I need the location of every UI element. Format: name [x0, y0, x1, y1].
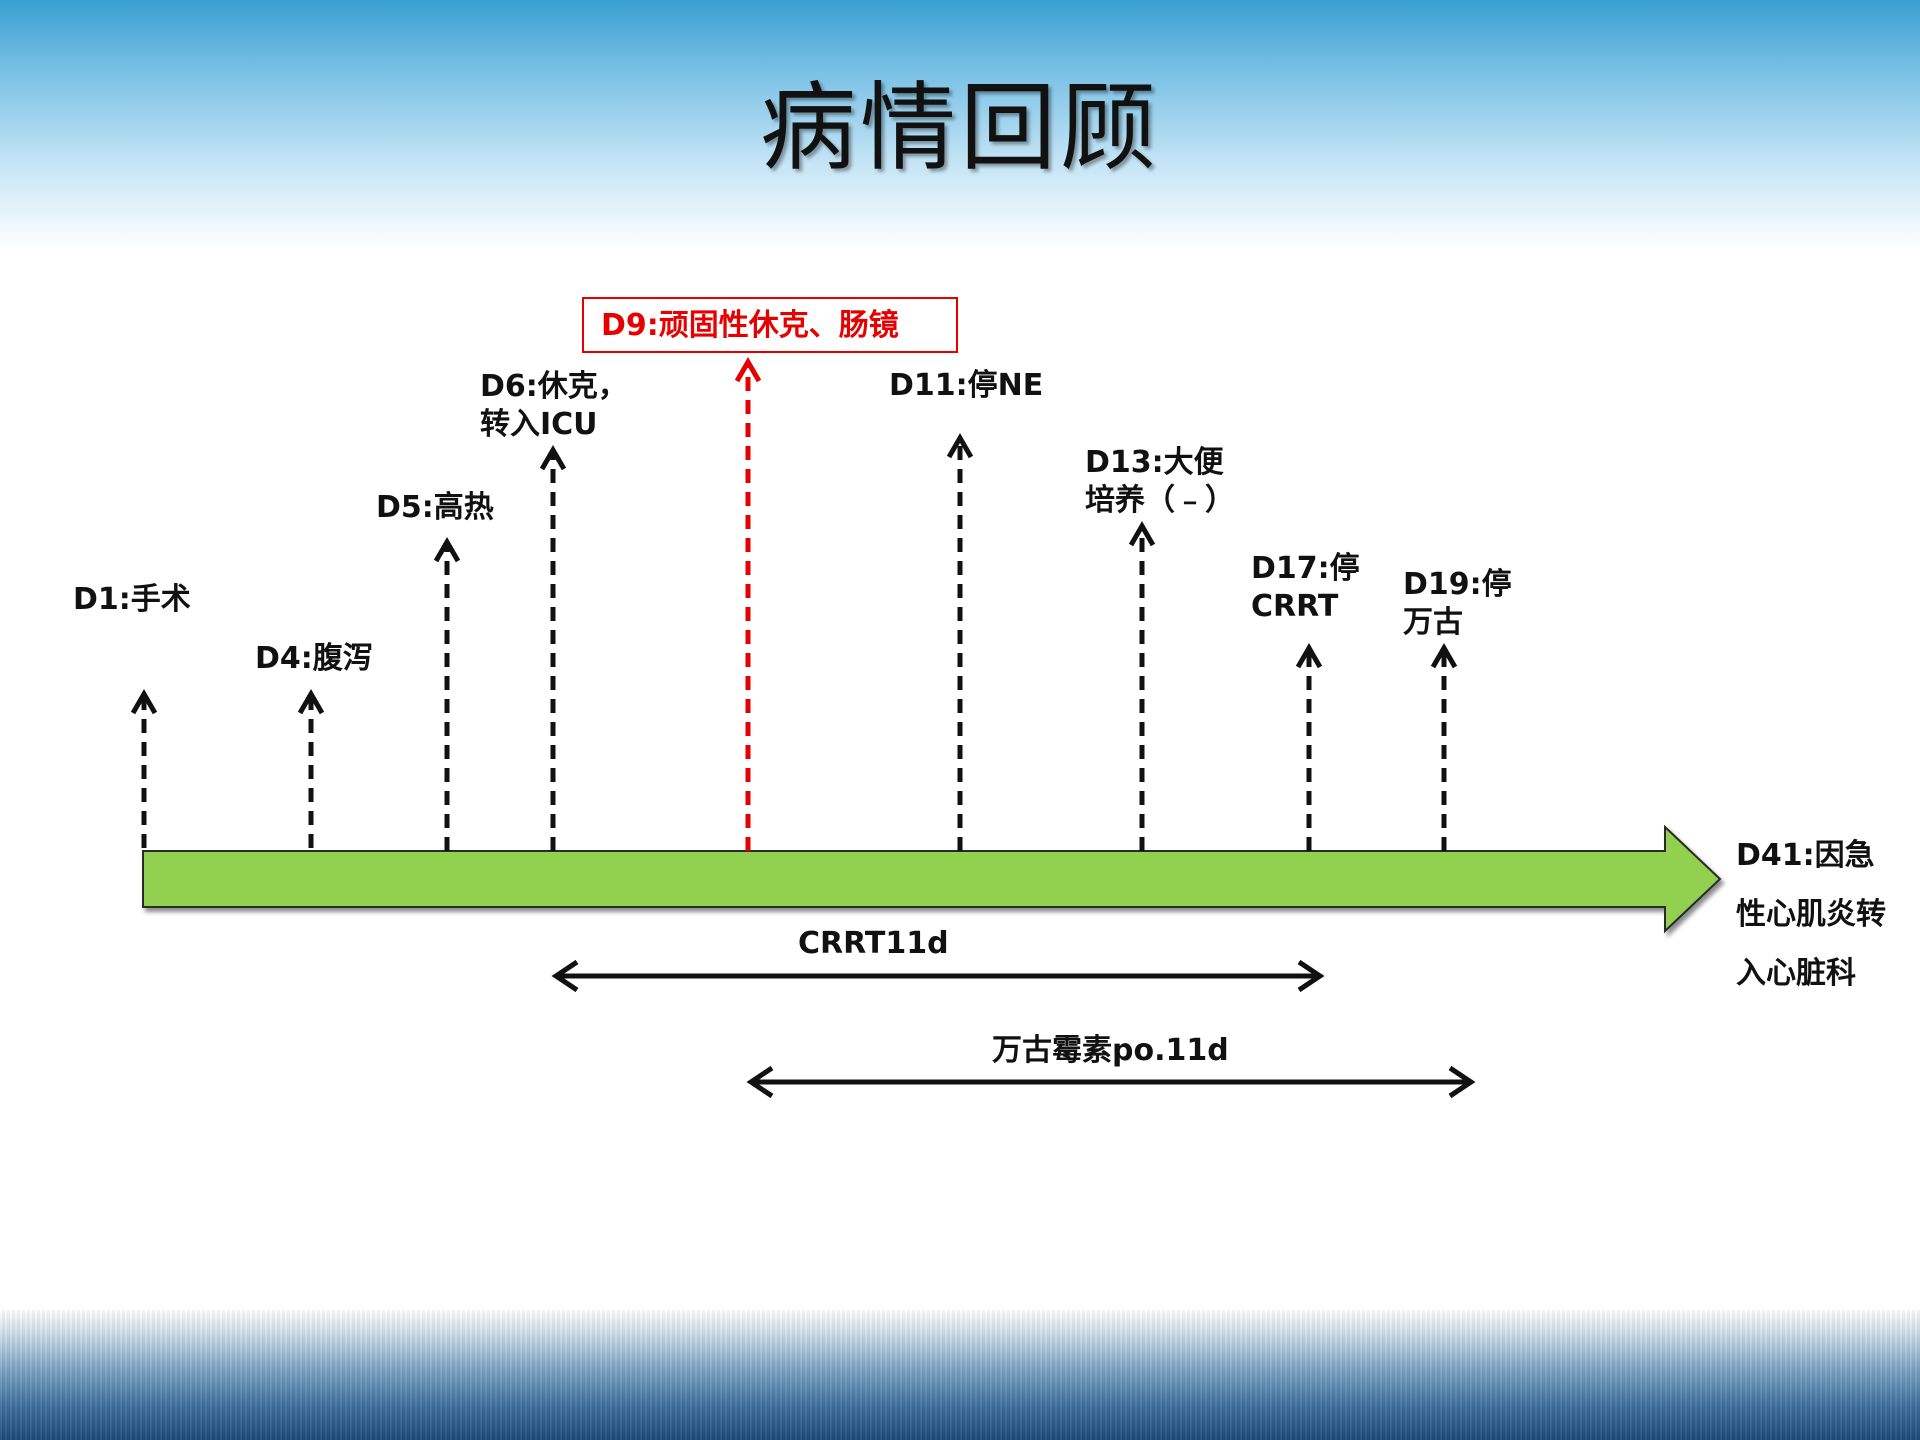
end-label-d41: D41:因急 性心肌炎转 入心脏科	[1736, 838, 1886, 991]
event-label-d11: D11:停NE	[889, 368, 1044, 403]
event-arrow-d13-head	[1128, 521, 1156, 547]
event-arrow-d5-head	[433, 537, 461, 563]
timeline-arrow	[142, 824, 1722, 934]
event-label-d1: D1:手术	[73, 582, 191, 617]
span-label-crrt: CRRT11d	[798, 926, 949, 961]
slide-title: 病情回顾	[760, 72, 1160, 184]
event-arrow-d9-head	[734, 357, 762, 383]
event-arrows	[130, 357, 1458, 851]
event-arrow-d17-head	[1295, 643, 1323, 669]
event-highlight-box-d9	[582, 297, 958, 353]
event-label-d13: D13:大便 培养（﹣）	[1085, 445, 1235, 518]
header-gradient-background	[0, 0, 1920, 250]
event-label-d19: D19:停 万古	[1403, 567, 1512, 640]
event-label-d9: D9:顽固性休克、肠镜	[601, 308, 899, 343]
event-label-d6: D6:休克， 转入ICU	[480, 369, 628, 442]
footer-water-background	[0, 1310, 1920, 1440]
span-label-vancomycin: 万古霉素po.11d	[992, 1033, 1229, 1068]
event-label-d5: D5:高热	[376, 490, 494, 525]
event-arrow-d19-head	[1430, 643, 1458, 669]
event-arrow-d11-head	[946, 433, 974, 459]
event-arrow-d4-head	[297, 689, 325, 715]
event-label-d4: D4:腹泻	[255, 641, 373, 676]
event-label-d17: D17:停 CRRT	[1251, 551, 1360, 624]
span-arrow-crrt	[551, 959, 1325, 993]
span-arrow-vancomycin	[746, 1065, 1476, 1099]
event-arrow-d6-head	[539, 445, 567, 471]
event-arrow-d1-head	[130, 689, 158, 715]
